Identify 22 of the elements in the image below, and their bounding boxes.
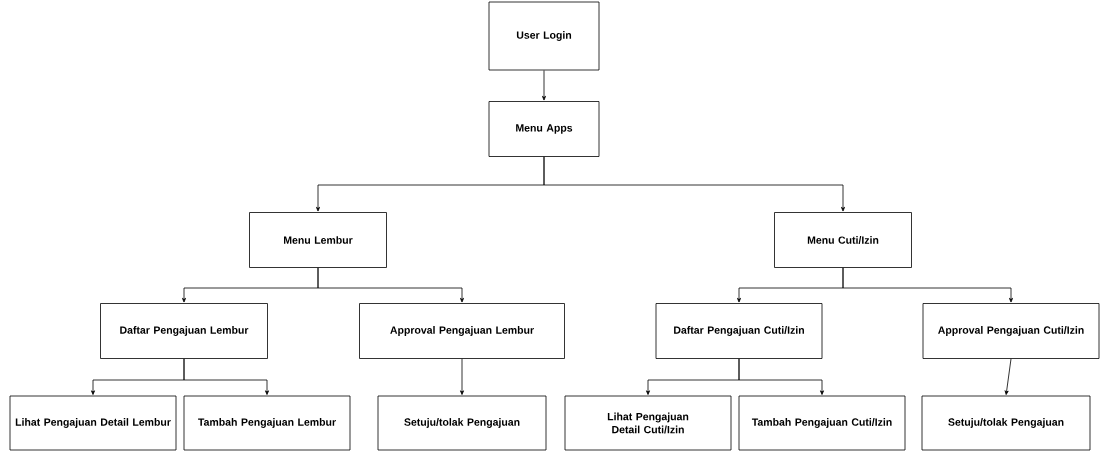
process-box: Lihat Pengajuan Detail Lembur xyxy=(9,395,177,451)
arrow xyxy=(1004,358,1012,395)
process-box: Tambah Pengajuan Cuti/Izin xyxy=(738,395,906,451)
process-box: Tambah Pengajuan Lembur xyxy=(183,395,351,451)
arrow xyxy=(183,358,269,395)
arrow xyxy=(738,358,824,395)
process-box: Daftar Pengajuan Cuti/Izin xyxy=(655,303,823,359)
process-box: Menu Apps xyxy=(488,101,600,157)
process-box: Lihat Pengajuan Detail Cuti/Izin xyxy=(564,395,732,451)
process-box: Menu Cuti/Izin xyxy=(774,212,912,268)
arrow xyxy=(543,156,845,212)
arrow xyxy=(842,267,1013,303)
process-box: Approval Pengajuan Cuti/Izin xyxy=(922,303,1100,359)
arrow xyxy=(542,70,546,101)
process-box: User Login xyxy=(488,1,600,71)
process-box: Daftar Pengajuan Lembur xyxy=(100,303,268,359)
process-box: Setuju/tolak Pengajuan xyxy=(921,395,1091,451)
arrow xyxy=(460,358,464,395)
arrow xyxy=(317,267,464,303)
process-box: Menu Lembur xyxy=(249,212,387,268)
process-box: Setuju/tolak Pengajuan xyxy=(377,395,547,451)
process-box: Approval Pengajuan Lembur xyxy=(359,303,565,359)
